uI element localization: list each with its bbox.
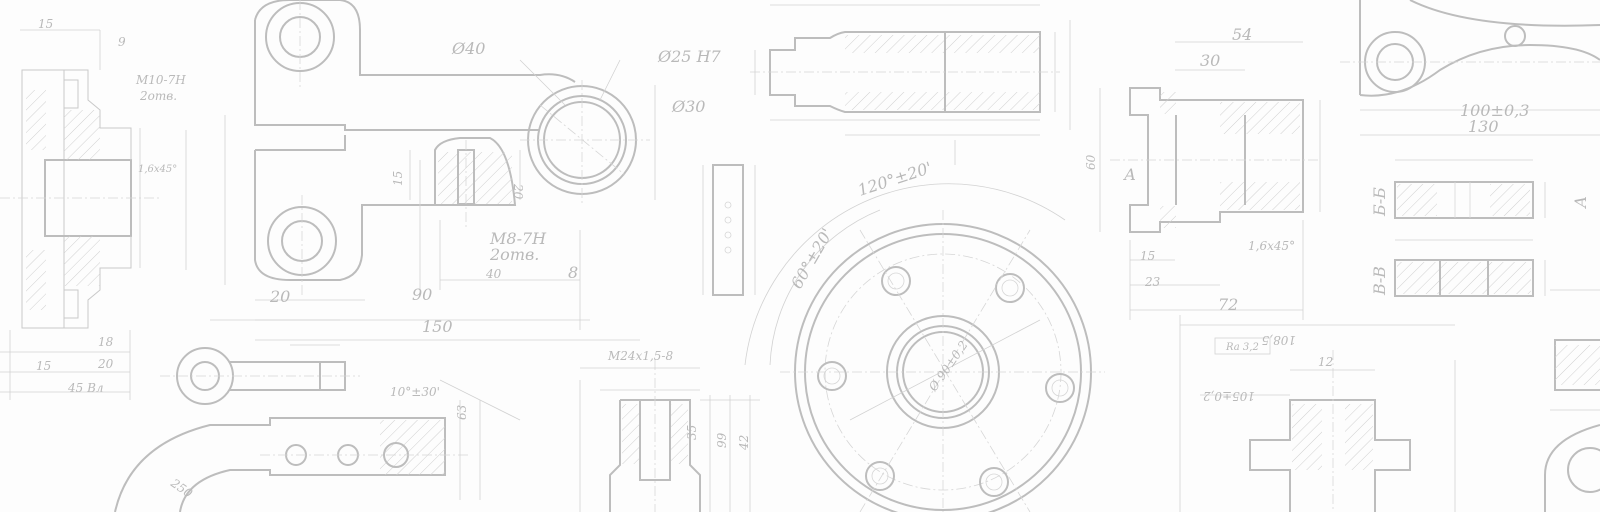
stepped-sleeve-part: 54 30 72 23 15 60 1,6x45° А — [1084, 25, 1321, 320]
label-100: 100±0,3 — [1460, 101, 1529, 120]
label-chamfer-a: 1,6x45° — [138, 164, 177, 175]
label-20c: 20 — [97, 357, 114, 371]
label-130: 130 — [1468, 117, 1499, 136]
label-chamfer-b: 1,6x45° — [1248, 239, 1295, 253]
lever-bracket-part: Ø40 Ø25 Н7 Ø30 M8-7H 2отв. 20 90 150 40 … — [254, 0, 722, 341]
label-ra: Ra 3,2 — [1225, 342, 1259, 353]
flange-part: 120°±20' 60°±20' Ø 90±0,2 — [744, 158, 1105, 512]
label-m24: M24x1,5-8 — [607, 349, 673, 363]
section-label-bb: Б-Б — [1370, 187, 1389, 217]
label-54: 54 — [1232, 25, 1252, 44]
label-15c: 15 — [1140, 249, 1155, 263]
label-20b: 20 — [511, 183, 525, 200]
threaded-fitting-part: M24x1,5-8 35 99 42 — [579, 349, 760, 512]
label-15d: 15 — [36, 359, 51, 373]
label-99: 99 — [715, 432, 729, 448]
label-m10: M10-7H — [135, 73, 186, 87]
label-60deg: 60°±20' — [787, 225, 837, 292]
label-12: 12 — [1318, 355, 1333, 369]
perforated-bar — [702, 164, 756, 296]
label-section-a: А — [1123, 165, 1136, 184]
label-2otv: 2отв. — [139, 89, 177, 103]
label-20a: 20 — [269, 287, 290, 306]
label-18: 18 — [98, 335, 114, 349]
shaft-part — [750, 4, 1071, 165]
label-9: 9 — [118, 35, 126, 49]
top-right-cap: 100±0,3 130 — [1340, 0, 1600, 136]
label-2otv-b: 2отв. — [489, 245, 539, 264]
label-90: 90 — [412, 285, 432, 304]
label-40: 40 — [485, 267, 502, 281]
label-72: 72 — [1218, 295, 1238, 314]
label-d30: Ø30 — [671, 97, 705, 116]
label-30: 30 — [1200, 51, 1220, 70]
label-d60: 60 — [1084, 154, 1098, 170]
label-45: 45 Вл — [67, 381, 104, 395]
label-150: 150 — [422, 317, 453, 336]
section-views: Б-Б В-В А — [1370, 159, 1590, 297]
fork-part: 10°±30' 63 250 — [114, 379, 521, 512]
eye-end-part — [160, 319, 360, 405]
housing-part: Ra 3,2 108,5 12 105±0,2 — [1179, 315, 1456, 512]
left-hub-section: 15 9 M10-7H 2отв. 1,6x45° 18 20 15 45 Вл — [0, 17, 226, 400]
label-15: 15 — [38, 17, 53, 31]
label-23: 23 — [1144, 275, 1161, 289]
label-35: 35 — [685, 425, 699, 440]
label-d25: Ø25 Н7 — [657, 47, 722, 66]
label-15b: 15 — [391, 171, 405, 186]
label-63: 63 — [455, 404, 469, 420]
label-d90: Ø 90±0,2 — [925, 338, 970, 394]
label-section-a2: А — [1571, 196, 1590, 209]
label-10deg: 10°±30' — [390, 385, 440, 399]
section-label-vv: В-В — [1370, 266, 1389, 296]
label-8: 8 — [568, 263, 578, 282]
label-108: 108,5 — [1262, 333, 1296, 347]
label-m8: M8-7H — [489, 229, 547, 248]
label-42: 42 — [737, 435, 751, 451]
label-250: 250 — [167, 475, 195, 500]
label-120deg: 120°±20' — [855, 158, 934, 200]
right-edge-part — [1544, 289, 1600, 512]
label-d40: Ø40 — [451, 39, 485, 58]
label-105: 105±0,2 — [1203, 389, 1255, 403]
